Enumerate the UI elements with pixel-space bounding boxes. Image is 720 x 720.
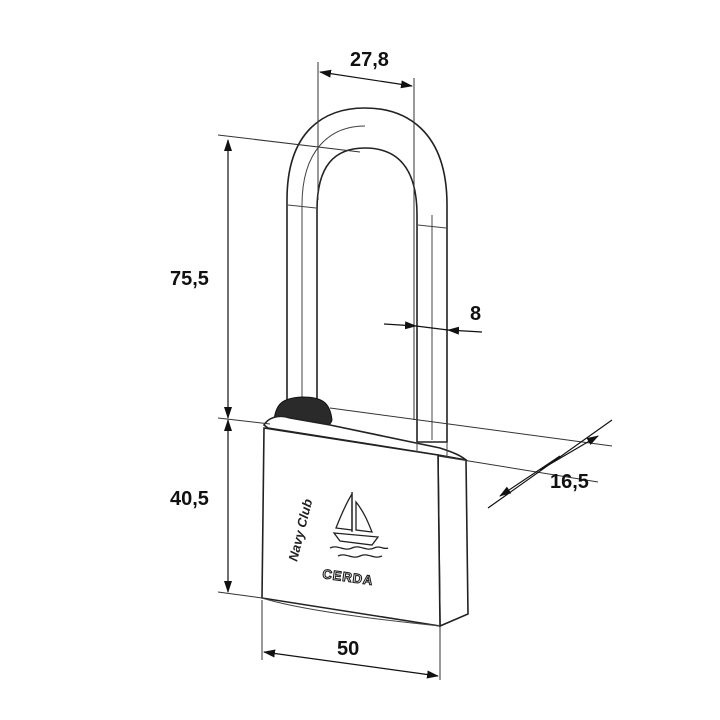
dim-body-width-line [263,649,439,679]
dim-body-width: 50 [337,638,359,660]
dim-shackle-height: 75,5 [170,268,209,290]
lock-body [261,415,469,628]
dimension-lines [224,69,613,679]
sailboat-icon [329,491,389,558]
dim-body-height: 40,5 [170,488,209,510]
dim-depth: 16,5 [550,471,589,493]
dim-shackle-diameter-line [415,325,449,331]
dim-shackle-width-line [319,69,413,89]
shackle [286,107,448,443]
dim-shackle-width: 27,8 [350,49,389,71]
dim-shackle-diameter: 8 [470,303,481,325]
